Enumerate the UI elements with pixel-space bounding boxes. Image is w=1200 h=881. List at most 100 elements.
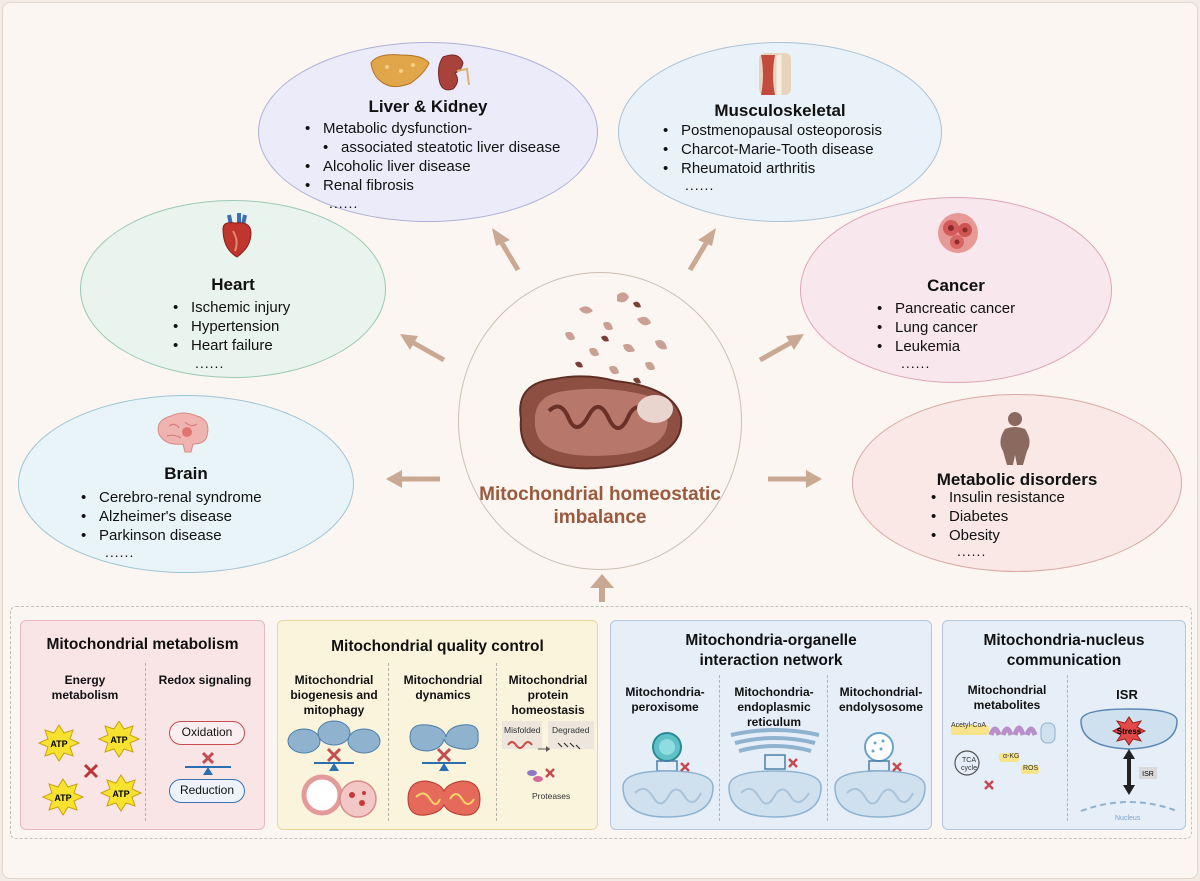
proteostasis-icon	[507, 741, 581, 782]
mechanisms-box	[10, 606, 1192, 839]
reduction-label: Reduction	[169, 779, 245, 803]
arrow-to-heart-icon	[400, 334, 446, 363]
brain-list: Cerebro-renal syndrome Alzheimer's disea…	[81, 488, 262, 545]
list-item: Ischemic injury	[173, 298, 290, 317]
liver-kidney-title: Liver & Kidney	[368, 97, 488, 116]
liver-kidney-ellipse: Liver & Kidney Metabolic dysfunction- as…	[258, 42, 598, 222]
ellipsis: ......	[105, 544, 135, 560]
peroxisome-contact-icon	[622, 732, 714, 818]
list-item: Pancreatic cancer	[877, 299, 1015, 318]
list-item: Charcot-Marie-Tooth disease	[663, 140, 882, 159]
center-title: Mitochondrial homeostatic imbalance	[479, 484, 721, 528]
isr-stress-icon: Stress ISR	[1080, 708, 1178, 812]
list-item: Hypertension	[173, 317, 290, 336]
arrow-to-metabolic-icon	[768, 470, 822, 488]
heart-list: Ischemic injury Hypertension Heart failu…	[173, 298, 290, 355]
arrow-to-liver-icon	[492, 228, 521, 272]
tumor-cells-icon	[938, 213, 978, 253]
metabolic-list: Insulin resistance Diabetes Obesity	[931, 488, 1065, 545]
brain-ellipse: Brain Cerebro-renal syndrome Alzheimer's…	[18, 395, 354, 573]
akg-label: α-KG	[1003, 753, 1020, 760]
er-label: Mitochondria-endoplasmic reticulum	[734, 685, 814, 729]
heart-title: Heart	[211, 275, 255, 294]
dynamics-label: Mitochondrial dynamics	[403, 673, 483, 702]
er-contact-icon	[728, 728, 822, 818]
list-item: Heart failure	[173, 336, 290, 355]
list-item: Alzheimer's disease	[81, 507, 262, 526]
musculoskeletal-title: Musculoskeletal	[714, 101, 846, 120]
atp-label: ATP	[112, 789, 129, 799]
heart-ellipse: Heart Ischemic injury Hypertension Heart…	[80, 200, 386, 378]
tca-label: TCA cycle	[961, 757, 977, 772]
balance-icon	[185, 751, 231, 775]
panel-quality-title: Mitochondrial quality control	[331, 638, 544, 655]
list-item: Parkinson disease	[81, 526, 262, 545]
metabolic-ellipse: Metabolic disorders Insulin resistance D…	[852, 394, 1182, 572]
biogenesis-mitophagy-icon	[287, 720, 381, 818]
list-item: Obesity	[931, 526, 1065, 545]
liver-kidney-list: Metabolic dysfunction- associated steato…	[305, 119, 560, 195]
isr-small-label: ISR	[1142, 771, 1154, 778]
ellipsis: ......	[329, 195, 359, 211]
muscle-bone-icon	[759, 53, 791, 95]
ellipsis: ......	[685, 177, 715, 193]
metabolites-icon	[951, 722, 1056, 790]
list-item: associated steatotic liver disease	[305, 138, 560, 157]
list-item: Metabolic dysfunction-	[305, 119, 560, 138]
list-item: Lung cancer	[877, 318, 1015, 337]
metabolites-label: Mitochondrial metabolites	[967, 683, 1047, 712]
cancer-title: Cancer	[927, 276, 985, 295]
liver-kidney-icon	[370, 54, 470, 91]
cancer-list: Pancreatic cancer Lung cancer Leukemia	[877, 299, 1015, 356]
protein-homeostasis-label: Mitochondrial protein homeostasis	[508, 673, 588, 717]
endolysosome-contact-icon	[834, 732, 926, 818]
nucleus-label: Nucleus	[1115, 815, 1141, 822]
ellipsis: ......	[901, 355, 931, 371]
isr-label: ISR	[1116, 687, 1138, 702]
panel-organelle-title: Mitochondria-organelle interaction netwo…	[685, 632, 857, 669]
ellipsis: ......	[195, 355, 225, 371]
energy-metabolism-label: Energy metabolism	[51, 673, 119, 702]
list-item: Renal fibrosis	[305, 176, 560, 195]
list-item: Insulin resistance	[931, 488, 1065, 507]
ros-label: ROS	[1023, 765, 1039, 772]
endolysosome-label: Mitochondrial-endolysosome	[838, 685, 924, 714]
peroxisome-label: Mitochondria-peroxisome	[625, 685, 705, 714]
arrow-to-cancer-icon	[758, 334, 804, 363]
oxidation-label: Oxidation	[169, 721, 245, 745]
mitochondrion-icon	[519, 292, 683, 470]
panel-nucleus-title: Mitochondria-nucleus communication	[983, 632, 1145, 669]
atp-label: ATP	[110, 735, 127, 745]
list-item: Diabetes	[931, 507, 1065, 526]
panel-metabolism: Mitochondrial metabolism Energy metaboli…	[20, 620, 265, 830]
stress-label: Stress	[1117, 727, 1142, 736]
ellipsis: ......	[957, 543, 987, 559]
arrow-to-musculoskeletal-icon	[687, 228, 716, 272]
heart-icon	[222, 213, 252, 258]
list-item: Alcoholic liver disease	[305, 157, 560, 176]
brain-title: Brain	[164, 464, 208, 483]
obese-person-icon	[1000, 412, 1030, 465]
list-item: Cerebro-renal syndrome	[81, 488, 262, 507]
acetyl-coa-label: Acetyl-CoA	[951, 722, 987, 729]
misfolded-label: Misfolded	[504, 725, 541, 735]
arrow-up-icon	[590, 574, 614, 602]
musculoskeletal-list: Postmenopausal osteoporosis Charcot-Mari…	[663, 121, 882, 178]
panel-metabolism-title: Mitochondrial metabolism	[46, 636, 239, 653]
atp-label: ATP	[50, 739, 67, 749]
atp-burst-icon: ATP ATP ATP ATP	[37, 721, 143, 816]
list-item: Leukemia	[877, 337, 1015, 356]
arrow-to-brain-icon	[386, 470, 440, 488]
redox-signaling-label: Redox signaling	[158, 673, 252, 687]
atp-label: ATP	[54, 793, 71, 803]
brain-icon	[157, 412, 209, 453]
cancer-ellipse: Cancer Pancreatic cancer Lung cancer Leu…	[800, 197, 1112, 383]
panel-organelle: Mitochondria-organelle interaction netwo…	[610, 620, 932, 830]
panel-quality-control: Mitochondrial quality control Mitochondr…	[277, 620, 598, 830]
proteases-label: Proteases	[532, 791, 571, 801]
panel-nucleus: Mitochondria-nucleus communication Mitoc…	[942, 620, 1186, 830]
biogenesis-label: Mitochondrial biogenesis and mitophagy	[290, 673, 378, 717]
fission-fusion-icon	[407, 724, 481, 816]
degraded-label: Degraded	[552, 725, 590, 735]
list-item: Postmenopausal osteoporosis	[663, 121, 882, 140]
